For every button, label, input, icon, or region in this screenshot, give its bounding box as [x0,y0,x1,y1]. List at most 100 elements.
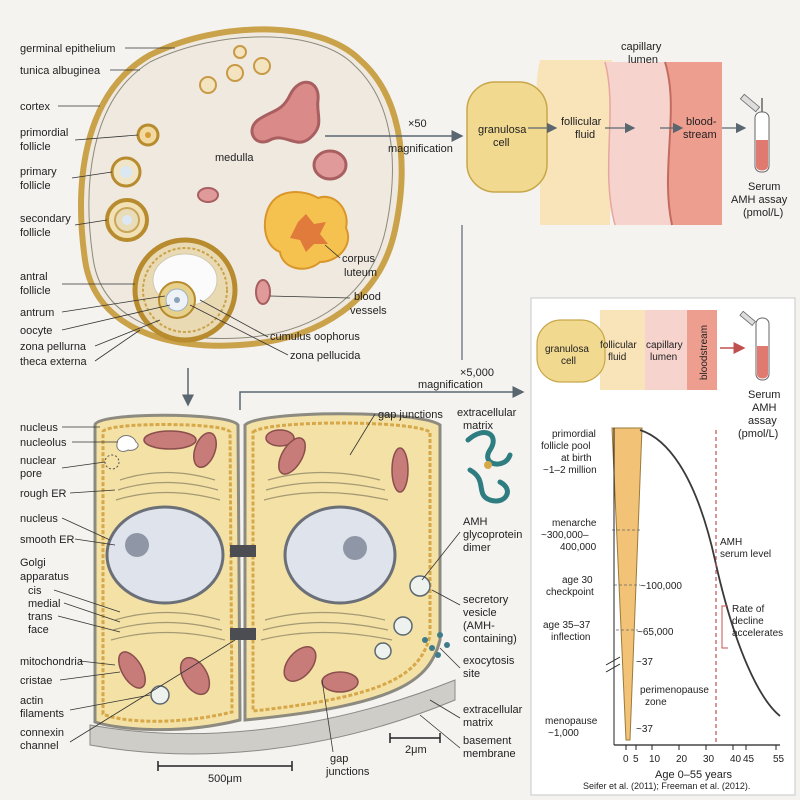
inset-dashed-marks [612,529,642,631]
scale-500-label: 500μm [208,773,242,785]
inset-fluid-band [600,310,645,390]
rate-label-3: accelerates [732,628,783,639]
inset-amh: AMH [752,402,777,414]
label-apparatus: apparatus [20,571,69,583]
test-tube-icon [754,111,770,173]
x-tick-label: 0 [623,754,629,765]
label-cis: cis [28,585,42,597]
label-rough-er: rough ER [20,488,67,500]
follicle-pool-wedge [611,427,643,741]
label-primordial: primordial [20,127,68,139]
x-tick-label: 55 [773,754,785,765]
mag-5000-word: magnification [418,379,483,391]
age35-value: ~65,000 [637,627,674,638]
label-follicle: follicle [20,227,51,239]
label-follicle: follicle [20,285,51,297]
label-nucleus: nucleus [20,422,58,434]
primary-follicle [110,156,142,188]
label-secretory: secretory [463,594,509,606]
label-primary: primary [20,166,57,178]
ovary-leader-lines [58,47,175,362]
granulosa-label: granulosa [478,124,527,136]
label-cristae: cristae [20,675,52,687]
label-follicle: follicle [20,180,51,192]
basement-membrane [89,679,456,755]
primordial-follicle [136,123,160,147]
pool-label-3: at birth [561,453,592,464]
label-follicle: follicle [20,141,51,153]
mitochondria [118,429,409,696]
menarche-label-2: ~300,000– [541,530,589,541]
inset-granulosa-label-2: cell [561,356,576,367]
blood-vessel-large [250,81,321,144]
scale-2-label: 2μm [405,744,427,756]
pool-label-2: follicle pool [541,441,590,452]
x-tick-label: 40 [730,754,742,765]
inset-test-tube-icon [739,310,770,381]
amh-dimer-icon [465,430,513,504]
inset-capillary-label: capillary [646,340,683,351]
age30-value: ~100,000 [640,581,682,592]
nucleus-right [283,505,397,605]
gap-junctions [230,545,256,640]
val37b: ~37 [636,724,653,735]
label-zona-pellurna: zona pellurna [20,341,87,353]
cell-leaders-left [53,426,236,743]
rate-label: Rate of [732,604,764,615]
mag-50-word: magnification [388,143,453,155]
label-gap-junctions: gap junctions [378,409,443,421]
label-dimer: dimer [463,542,491,554]
label-germinal-epithelium: germinal epithelium [20,43,115,55]
scale-bar-2um: 2μm [389,733,441,756]
menarche-label-3: 400,000 [560,542,597,553]
peri-label: perimenopause [640,685,709,696]
label-matrix: matrix [463,420,493,432]
capillary-label: capillary [621,41,662,53]
label-medial: medial [28,598,60,610]
label-oocyte: oocyte [20,325,52,337]
label-golgi: Golgi [20,557,46,569]
label-basement: basement [463,735,511,747]
label-containing: containing) [463,633,517,645]
cell-leaders-right [349,413,461,749]
blood-vessel [197,187,219,203]
menopause-label-2: ~1,000 [548,728,579,739]
age35-label-2: inflection [551,632,590,643]
inset-granulosa-label: granulosa [545,344,589,355]
age30-label-2: checkpoint [546,587,594,598]
cell-left-membrane [101,423,234,723]
x-axis-label: Age 0–55 years [655,769,733,781]
fluid-label-2: fluid [575,129,595,141]
mag-50-label: ×50 [408,118,427,130]
label-trans: trans [28,611,53,623]
inset-pmol: (pmol/L) [738,428,778,440]
cell-labels-right: gap junctions extracellular matrix AMH g… [349,407,523,760]
cell-section [89,412,513,755]
label-secondary: secondary [20,213,71,225]
inset-blood-label: bloodstream [699,325,710,380]
label-theca-externa: theca externa [20,356,88,368]
serum-label: Serum [748,181,780,193]
label-nuclear: nuclear [20,455,56,467]
amh-level-label: AMH [720,537,742,548]
age35-label: age 35–37 [543,620,591,631]
label-amh-paren: (AMH- [463,620,495,632]
blood-vessel [255,279,271,305]
label-face: face [28,624,49,636]
menarche-label: menarche [552,518,597,529]
cell-labels-left: nucleus nucleolus nuclear pore rough ER … [20,422,236,752]
capillary-band [605,62,672,225]
label-glycoprotein: glycoprotein [463,529,522,541]
pool-label: primordial [552,429,596,440]
label-blood: blood [354,291,381,303]
inset-capillary-label-2: lumen [650,352,677,363]
bloodstream-band [665,62,722,225]
ovary-labels-right: corpus luteum blood vessels cumulus ooph… [189,244,387,362]
serum-label-3: (pmol/L) [743,207,783,219]
label-vessels: vessels [350,305,387,317]
inset-capillary-band [645,310,687,390]
label-junctions-bottom: junctions [325,766,370,778]
label-smooth-er: smooth ER [20,534,74,546]
